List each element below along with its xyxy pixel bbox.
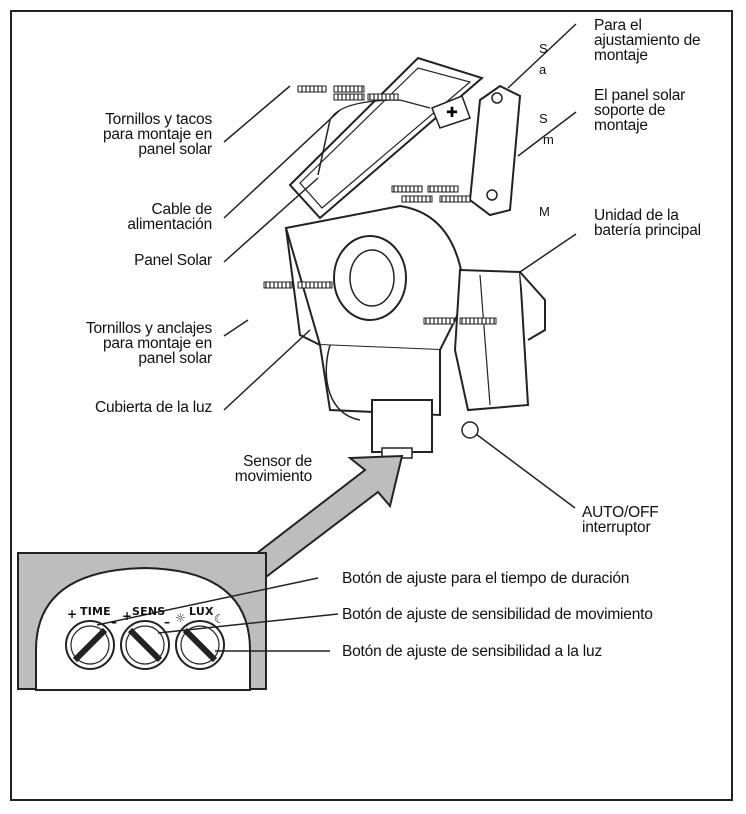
svg-text:✚: ✚ [446,105,458,121]
label-mount-adjust-letter-s: S [539,41,548,56]
label-sens-knob: Botón de ajuste de sensibilidad de movim… [342,606,653,623]
figure-frame [10,10,733,801]
light-housing [263,204,467,352]
label-battery-unit: Unidad de la batería principal [594,207,701,239]
sun-icon: ☼ [175,611,186,625]
battery-unit [423,268,546,439]
callout-arrow [246,454,404,582]
dial-sens-plus: + [122,609,133,623]
label-mount-adjust: Para el ajustamiento de montaje [594,17,701,64]
sensor-body [319,344,441,459]
label-motion-sensor: Sensor de movimiento [234,453,312,485]
dial-sens-label: SENS [132,605,166,618]
label-screws-bottom: Tornillos y anclajes para montaje en pan… [85,320,212,367]
label-battery-letter-m: M [539,204,550,219]
label-cable: Cable de alimentación [127,201,212,233]
control-panel-inset [17,552,267,691]
leader-lines [96,23,577,652]
label-screws-top: Tornillos y tacos para montaje en panel … [102,111,212,158]
label-mount-adjust-letter-a: a [539,62,547,77]
dial-sens-minus: – [164,615,170,629]
label-solar-panel: Panel Solar [134,252,212,269]
dial-time-label: TIME [80,605,111,618]
moon-icon: ☾ [214,612,225,626]
dial-lux-label: LUX [189,605,214,618]
dial-time-plus: + [67,607,78,621]
label-bracket-letter-m: m [543,132,554,147]
screws-top [297,85,471,203]
mounting-bracket: ✚ [431,84,522,217]
solar-panel [288,56,485,220]
label-bracket: El panel solar soporte de montaje [594,87,686,134]
label-lux-knob: Botón de ajuste de sensibilidad a la luz [342,643,602,660]
label-light-cover: Cubierta de la luz [94,399,212,416]
dial-time-minus: – [111,615,117,629]
label-auto-off-switch: AUTO/OFF interruptor [582,504,659,536]
label-bracket-letter-s: S [539,111,548,126]
label-time-knob: Botón de ajuste para el tiempo de duraci… [342,570,630,587]
